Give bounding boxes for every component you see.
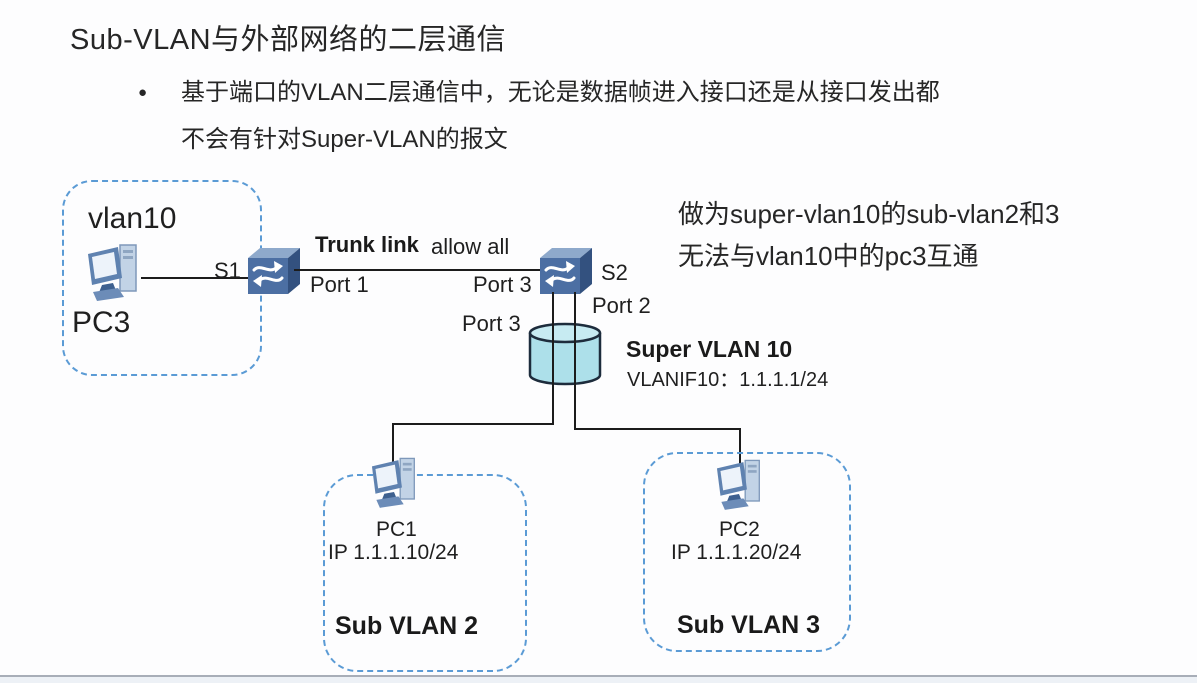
note-line1: 做为super-vlan10的sub-vlan2和3	[678, 199, 1060, 229]
s1-port1-label: Port 1	[310, 272, 369, 297]
sub-vlan3-label: Sub VLAN 3	[677, 611, 821, 639]
connector-pc3-s1	[141, 277, 254, 279]
sub-vlan3-group-box	[643, 452, 851, 652]
sub-vlan2-label: Sub VLAN 2	[335, 612, 479, 640]
connector-branch-left-v	[392, 423, 394, 465]
connector-branch-right-v	[739, 428, 741, 470]
switch-icon	[248, 248, 300, 294]
connector-trunk	[294, 269, 542, 271]
switch-icon	[540, 248, 592, 294]
pc-icon	[371, 457, 415, 508]
switch1-label: S1	[214, 258, 241, 283]
super-vlan-title: Super VLAN 10	[626, 336, 793, 362]
bullet-marker: ●	[138, 84, 148, 101]
pc1-label: PC1	[376, 518, 417, 541]
pc1-ip-label: IP 1.1.1.10/24	[328, 541, 459, 564]
pc-icon	[88, 244, 137, 301]
bottom-strip	[0, 677, 1197, 683]
pc-icon	[716, 459, 760, 510]
connector-s2-down-right	[574, 292, 576, 430]
s2-port2-label: Port 2	[592, 293, 651, 318]
vlan10-label: vlan10	[88, 202, 177, 235]
note-line2: 无法与vlan10中的pc3互通	[678, 241, 979, 271]
pc2-ip-label: IP 1.1.1.20/24	[671, 541, 802, 564]
super-vlan-cylinder-icon	[528, 322, 602, 386]
connector-s2-down-left	[552, 292, 554, 424]
bullet-text-line2: 不会有针对Super-VLAN的报文	[181, 126, 508, 153]
connector-branch-right-h	[574, 428, 741, 430]
cylinder-port3-label: Port 3	[462, 311, 521, 336]
s2-port3-label: Port 3	[473, 272, 532, 297]
trunk-link-label: Trunk link	[315, 232, 419, 257]
connector-branch-left-h	[392, 423, 554, 425]
bullet-text-line1: 基于端口的VLAN二层通信中，无论是数据帧进入接口还是从接口发出都	[181, 79, 940, 106]
pc3-label: PC3	[72, 306, 131, 339]
bottom-separator-line	[0, 675, 1197, 677]
switch2-label: S2	[601, 260, 628, 285]
trunk-mode-label: allow all	[431, 234, 510, 259]
pc2-label: PC2	[719, 518, 760, 541]
slide-title: Sub-VLAN与外部网络的二层通信	[70, 24, 507, 56]
sub-vlan2-group-box	[323, 474, 527, 672]
super-vlan-vlanif: VLANIF10：1.1.1.1/24	[627, 369, 829, 391]
